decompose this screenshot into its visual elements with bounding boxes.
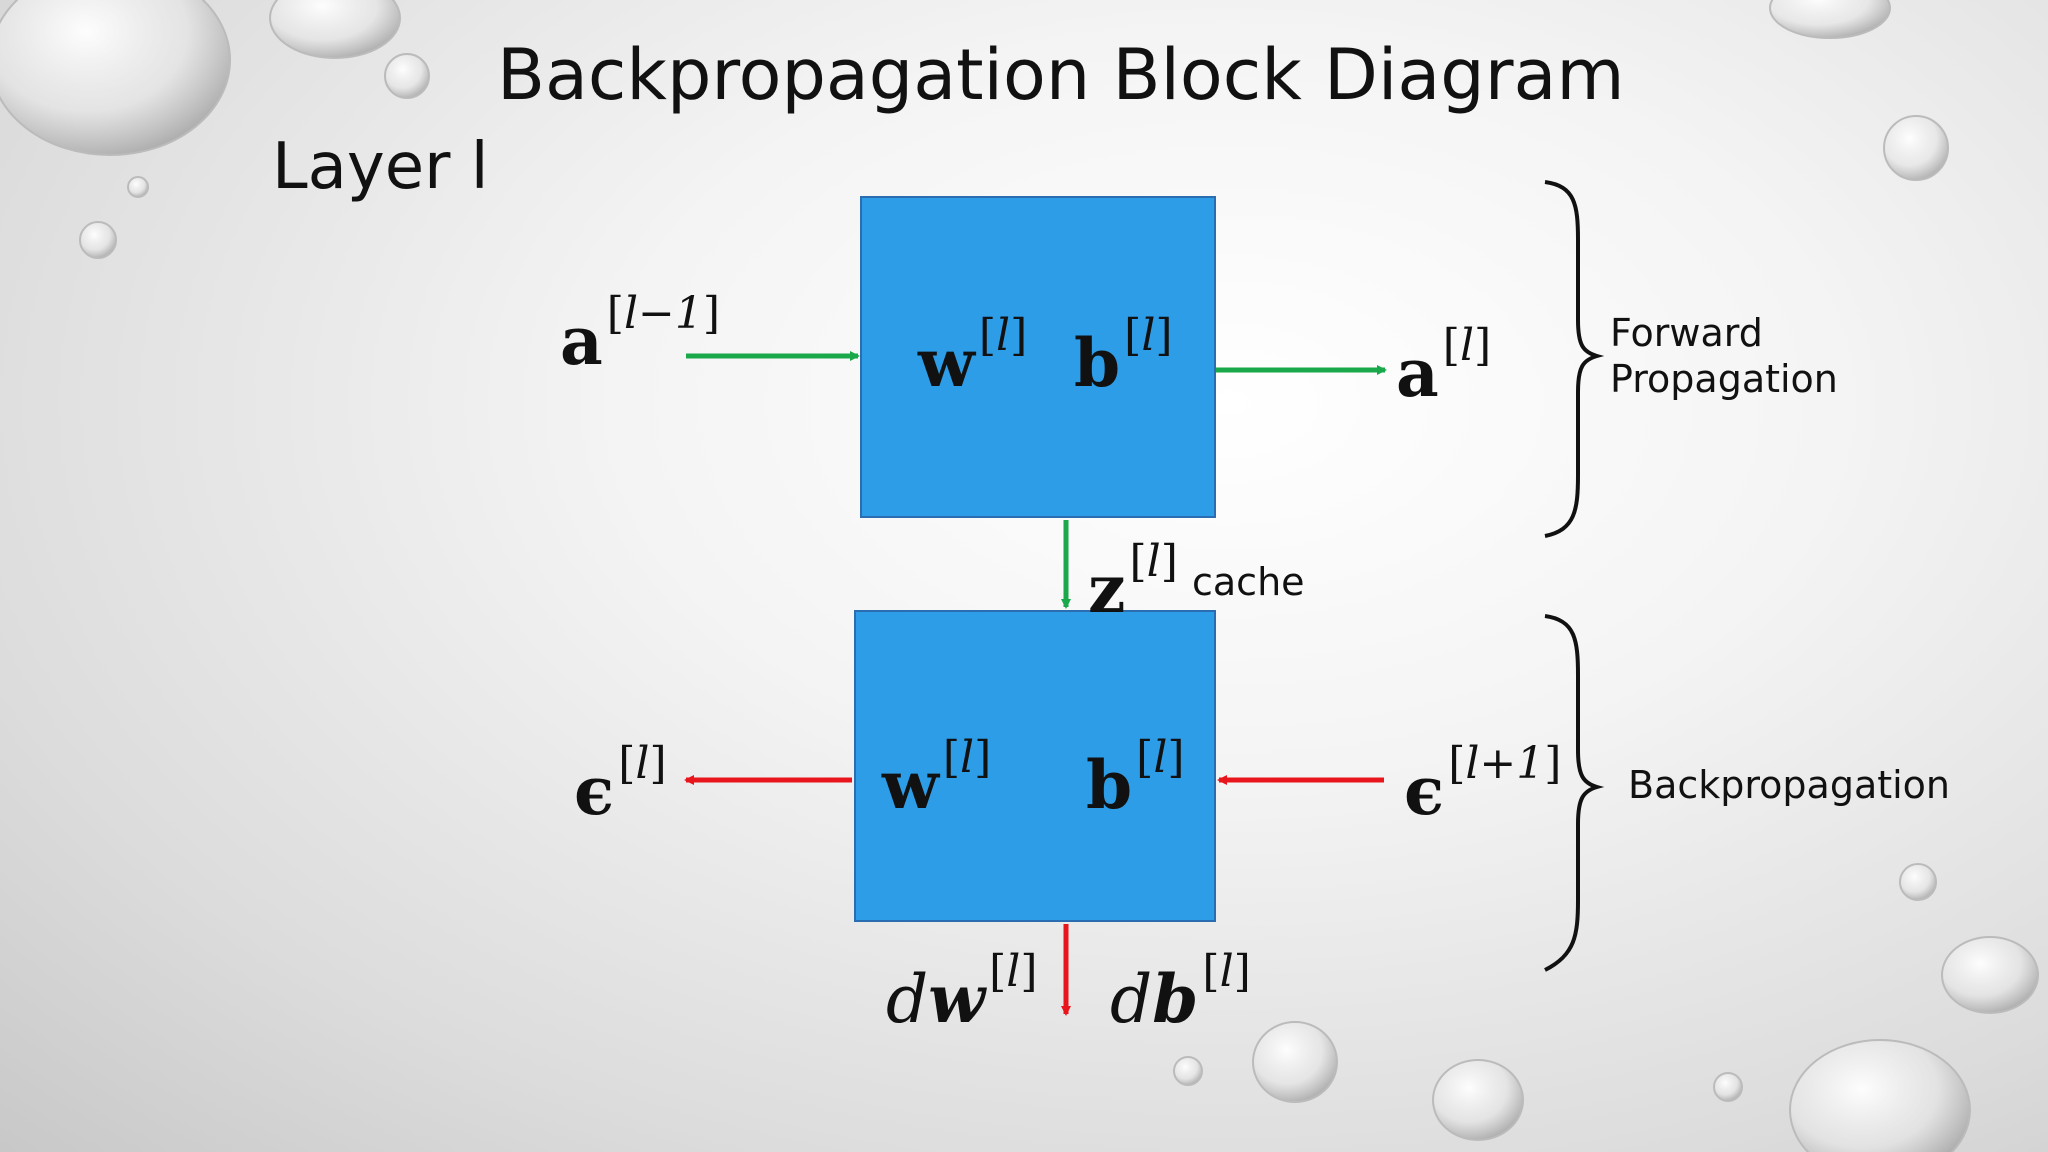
droplet xyxy=(1252,1021,1338,1103)
backward-brace xyxy=(1544,614,1605,972)
backward-bias-symbol: b[l] xyxy=(1086,732,1185,824)
backward-input-error: ϵ[l+1] xyxy=(1404,738,1562,830)
droplet xyxy=(79,221,117,259)
backpropagation-label: Backpropagation xyxy=(1628,763,1951,807)
forward-brace xyxy=(1544,180,1605,538)
forward-input-activation: a[l−1] xyxy=(560,288,721,380)
droplet xyxy=(1173,1056,1203,1086)
cache-label: cache xyxy=(1192,560,1305,604)
slide-title: Backpropagation Block Diagram xyxy=(497,34,1625,116)
droplet xyxy=(269,0,401,59)
forward-propagation-label: Forward Propagation xyxy=(1610,311,1838,401)
droplet xyxy=(384,53,430,99)
droplet xyxy=(1883,115,1949,181)
droplet xyxy=(1432,1059,1524,1141)
droplet xyxy=(0,0,231,156)
forward-block xyxy=(860,196,1216,518)
forward-output-activation: a[l] xyxy=(1396,320,1492,412)
backward-block xyxy=(854,610,1216,922)
layer-label: Layer l xyxy=(272,130,489,204)
cache-symbol: z[l] xyxy=(1088,536,1178,628)
weight-gradient: dw[l] xyxy=(886,946,1038,1038)
forward-weight-symbol: w[l] xyxy=(918,310,1028,402)
droplet xyxy=(1713,1072,1743,1102)
droplet xyxy=(1769,0,1891,39)
droplet xyxy=(1941,936,2039,1014)
droplet xyxy=(1789,1039,1971,1152)
droplet xyxy=(1899,863,1937,901)
backward-weight-symbol: w[l] xyxy=(882,732,992,824)
droplet xyxy=(127,176,149,198)
forward-bias-symbol: b[l] xyxy=(1074,310,1173,402)
backward-output-error: ϵ[l] xyxy=(574,738,667,830)
bias-gradient: db[l] xyxy=(1110,946,1251,1038)
